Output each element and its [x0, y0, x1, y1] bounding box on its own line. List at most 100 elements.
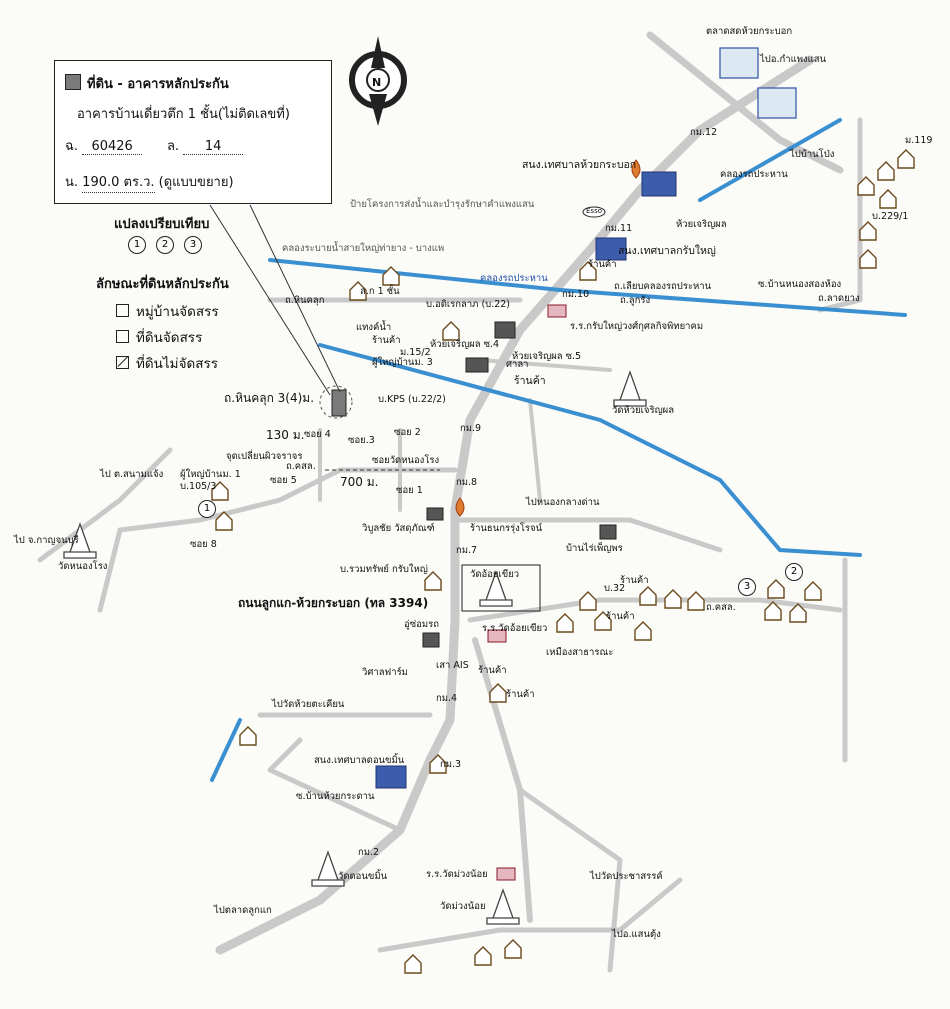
- house-icon: [804, 581, 822, 601]
- temple-icon: [63, 522, 97, 559]
- house-icon: [489, 683, 507, 703]
- collateral-swatch-icon: [65, 74, 81, 90]
- label-ditch: ถ.ลาดยาง: [818, 293, 860, 304]
- factory-icon: [426, 507, 444, 521]
- house-icon: [859, 249, 877, 269]
- factory-icon: [465, 357, 489, 373]
- municipal-office-icon: [641, 171, 677, 197]
- label-to-lat-luk: ไปตลาดลูกแก: [214, 905, 272, 916]
- label-project-sign: ป้ายโครงการส่งน้ำและบำรุงรักษาคำแพงแสน: [350, 199, 535, 210]
- label-moo32: บ.32: [604, 583, 626, 594]
- label-road-along-canal: ถ.เลียบคลองรถประหาน: [614, 281, 712, 292]
- road-wibun: [528, 398, 542, 502]
- label-soi-wat: ซอยวัดหนองโรง: [372, 455, 440, 466]
- house-icon: [429, 754, 447, 774]
- label-to-nong: ไปหนองกลางด่าน: [526, 497, 600, 508]
- canal-sw: [210, 718, 242, 782]
- label-wat-aoi: วัดอ้อยเขียว: [470, 569, 520, 580]
- land-number: 14: [183, 139, 244, 155]
- market-icon: [719, 47, 759, 79]
- comparison-marker-3: 3: [738, 578, 756, 596]
- school-flag-icon: [496, 867, 516, 881]
- deed-prefix: ฉ.: [65, 139, 78, 154]
- compare-number: 2: [156, 236, 174, 254]
- canal-south: [318, 343, 862, 557]
- label-ban-rai: บ้านไร่เพ็ญพร: [566, 543, 623, 554]
- house-icon: [897, 149, 915, 169]
- checkbox-icon: [116, 304, 129, 317]
- label-canal-main: คลองรถประหาน: [480, 273, 548, 284]
- label-wisan: วิศาลฟาร์ม: [362, 667, 408, 678]
- house-icon: [504, 939, 522, 959]
- road-prachasan: [517, 787, 623, 973]
- label-km10: กม.10: [562, 289, 590, 300]
- label-moo15: ม.15/2: [400, 347, 431, 358]
- road-to-banpong: [646, 31, 844, 174]
- label-soi1: ล.ก 1 ชั้น: [360, 286, 400, 297]
- house-icon: [556, 613, 574, 633]
- label-shop-east: ร้านค้า: [620, 575, 649, 586]
- house-icon: [579, 591, 597, 611]
- road-wanoi: [377, 877, 683, 953]
- label-hinklook: ถ.หินคลุก: [285, 295, 325, 306]
- label-road-kasi: ถ.คสล.: [286, 461, 316, 472]
- label-km4: กม.4: [436, 693, 458, 704]
- land-type-item: หมู่บ้านจัดสรร: [116, 300, 219, 322]
- legend-title: ที่ดิน - อาคารหลักประกัน: [87, 77, 229, 92]
- road-charoen: [478, 358, 612, 372]
- house-icon: [767, 579, 785, 599]
- label-road-lukrang: ถ.ลูกรัง: [620, 295, 651, 306]
- label-to-wat-prachasan: ไปวัดประชาสรรค์: [590, 871, 663, 882]
- label-shop-east-2: ร้านค้า: [606, 611, 635, 622]
- label-wat-wanoi: วัดม่วงน้อย: [440, 901, 486, 912]
- label-moo119: ม.119: [905, 135, 933, 146]
- house-icon: [789, 603, 807, 623]
- checkbox-icon: [116, 330, 129, 343]
- house-icon: [634, 621, 652, 641]
- house-icon: [639, 586, 657, 606]
- canal-main: [268, 258, 907, 317]
- area-prefix: น.: [65, 175, 79, 190]
- gas-station-icon: [455, 497, 465, 517]
- school-flag-icon: [547, 304, 567, 318]
- factory-icon: [494, 321, 516, 339]
- temple-icon: [311, 850, 345, 887]
- label-shop-3: ร้านค้า: [514, 375, 546, 387]
- temple-icon: [479, 570, 513, 607]
- legend-building: อาคารบ้านเดี่ยวตึก 1 ชั้น(ไม่ติดเลขที่): [77, 107, 290, 122]
- label-thanghen: แทงค์น้ำ: [356, 322, 392, 333]
- label-garage: อู่ซ่อมรถ: [404, 619, 439, 630]
- label-wibun: วิบูลชัย วัสดุภัณฑ์: [362, 523, 435, 534]
- deed-number: 60426: [82, 139, 143, 155]
- label-muni-huaykrabok: สนง.เทศบาลห้วยกระบอก: [522, 159, 637, 171]
- label-sala: ศาลา: [506, 359, 529, 370]
- label-hinklook3: ถ.หินคลุก 3(4)ม.: [224, 391, 315, 405]
- label-kps: บ.KPS (บ.22/2): [378, 394, 446, 405]
- area-value: 190.0 ตร.ว.: [82, 171, 155, 193]
- label-canal-huaykrabok: คลองรถประหาน: [720, 169, 788, 180]
- canal-ne: [698, 118, 842, 202]
- enlarged-area-frame: [461, 564, 541, 612]
- label-school-aoi: ร.ร.วัดอ้อยเขียว: [482, 623, 548, 634]
- label-pyb1: ผู้ใหญ่บ้านม. 1: [180, 469, 241, 480]
- label-to-kanchanaburi: ไป จ.กาญจนบุรี: [14, 535, 79, 546]
- label-to-banpong: ไปบ้านโป่ง: [790, 149, 835, 160]
- house-icon: [764, 601, 782, 621]
- area-note: (ดูแบบขยาย): [158, 175, 234, 190]
- legend-box: ที่ดิน - อาคารหลักประกัน อาคารบ้านเดี่ยว…: [54, 60, 332, 204]
- house-icon: [664, 589, 682, 609]
- label-ais: เสา AIS: [436, 660, 469, 671]
- label-esso: Esso: [586, 207, 602, 215]
- label-to-aung-thong: ไปอ.แสนตุ้ง: [612, 929, 661, 940]
- label-road-kasi-2: ถ.คสล.: [706, 602, 736, 613]
- gas-station-icon: [631, 159, 641, 179]
- label-bannongsong: ซ.บ้านหนองสองห้อง: [758, 279, 842, 290]
- house-icon: [424, 571, 442, 591]
- label-km2: กม.2: [358, 847, 380, 858]
- label-wat-nongrong: วัดหนองโรง: [58, 561, 108, 572]
- land-type-label: ที่ดินไม่จัดสรร: [136, 356, 219, 372]
- label-soi2: ซอย 2: [394, 427, 421, 438]
- legend-title-row: ที่ดิน - อาคารหลักประกัน: [65, 73, 229, 94]
- label-market: ตลาดสดห้วยกระบอก: [706, 26, 793, 37]
